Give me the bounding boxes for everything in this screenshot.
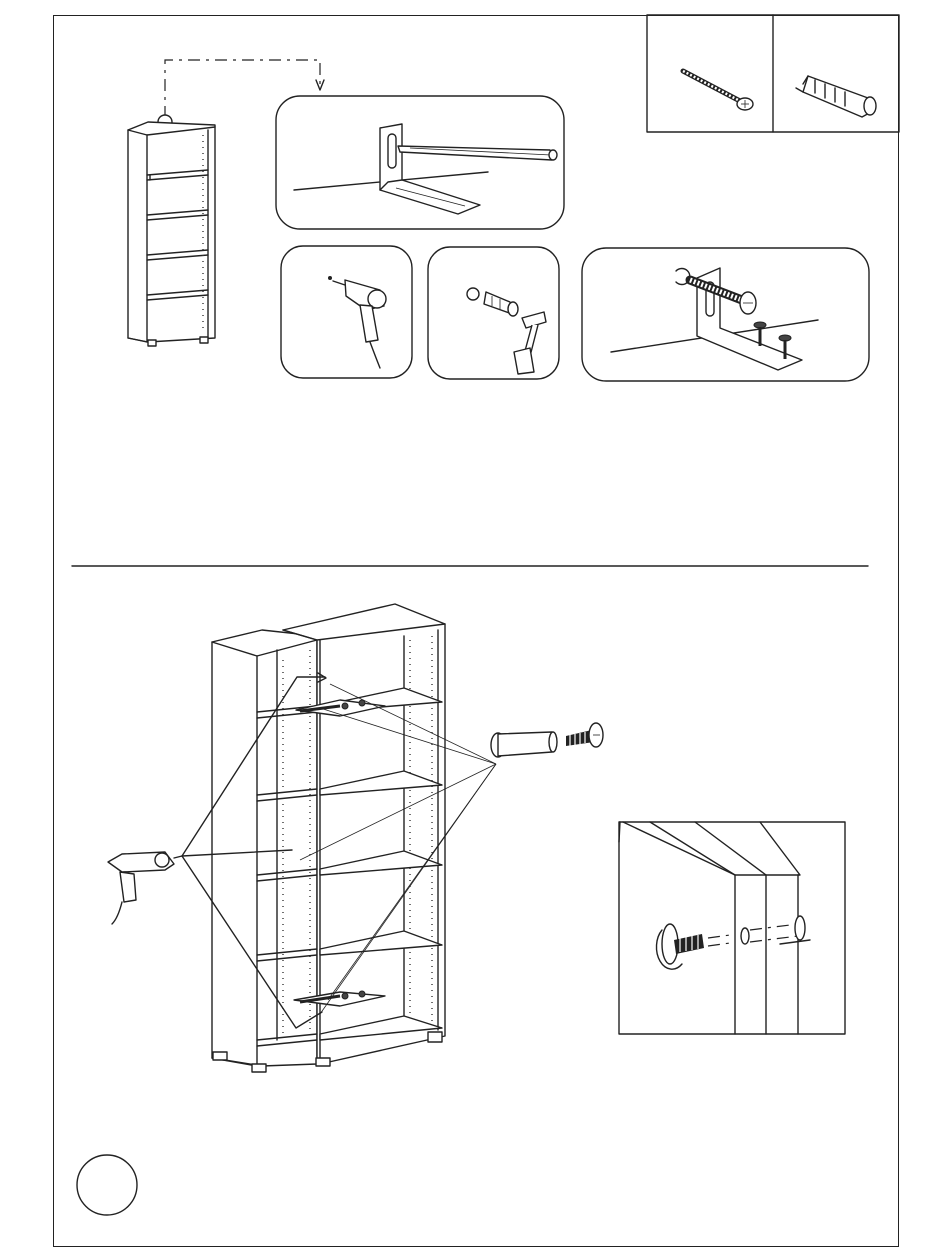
wall-plug-icon [796,76,876,117]
wall-bracket-mark-panel [276,96,564,229]
step-number-circle [77,1155,137,1215]
drill-icon [108,852,182,924]
pencil-icon [398,146,557,160]
callout-line [158,60,324,129]
detail-inset-panel [619,822,845,1034]
connector-bolt-icon [491,723,603,757]
connector-bolt-panel [491,723,603,757]
hammer-icon [514,312,546,374]
long-screw-icon [683,71,753,110]
drill-panel [281,246,412,378]
drill-icon [333,280,386,368]
hammer-anchor-panel [428,247,559,379]
screw-bracket-panel [582,248,869,381]
small-bookcase [128,122,215,346]
